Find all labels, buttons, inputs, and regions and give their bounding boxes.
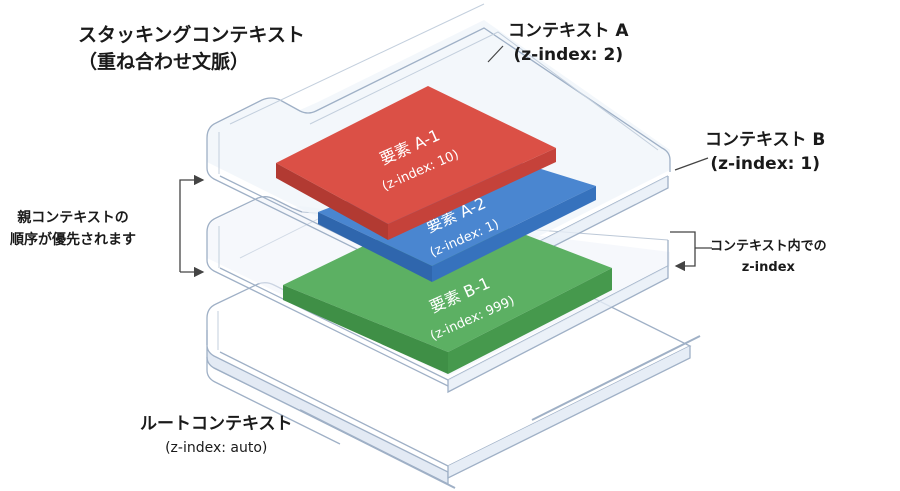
context-b-name: コンテキスト B [705, 130, 826, 150]
root-context-zindex: (z-index: auto) [165, 440, 268, 456]
leader-line-context-a [487, 45, 504, 63]
context-b-label: コンテキスト B (z-index: 1) [705, 128, 825, 176]
within-context-line2: z-index [741, 260, 795, 275]
parent-order-note: 親コンテキストの 順序が優先されます [10, 207, 136, 251]
context-b-zindex: (z-index: 1) [710, 154, 820, 174]
within-context-bracket [670, 231, 712, 272]
parent-order-bracket [179, 174, 205, 278]
parent-order-line2: 順序が優先されます [10, 232, 136, 248]
title-line2: （重ね合わせ文脈） [78, 51, 250, 73]
within-context-line1: コンテキスト内での [710, 239, 827, 254]
diagram-title: スタッキングコンテキスト （重ね合わせ文脈） [78, 22, 305, 76]
context-a-name: コンテキスト A [508, 21, 629, 41]
element-a1: 要素 A-1 (z-index: 10) [276, 86, 556, 240]
element-b1: 要素 B-1 (z-index: 999) [283, 205, 612, 374]
context-a-zindex: (z-index: 2) [513, 45, 624, 65]
title-line1: スタッキングコンテキスト [78, 24, 305, 46]
parent-order-line1: 親コンテキストの [17, 210, 129, 226]
leader-line-context-b [674, 157, 709, 171]
root-context-name: ルートコンテキスト [140, 414, 293, 434]
root-context-label: ルートコンテキスト (z-index: auto) [140, 412, 293, 460]
within-context-note: コンテキスト内での z-index [710, 236, 827, 278]
context-a-label: コンテキスト A (z-index: 2) [508, 19, 629, 67]
